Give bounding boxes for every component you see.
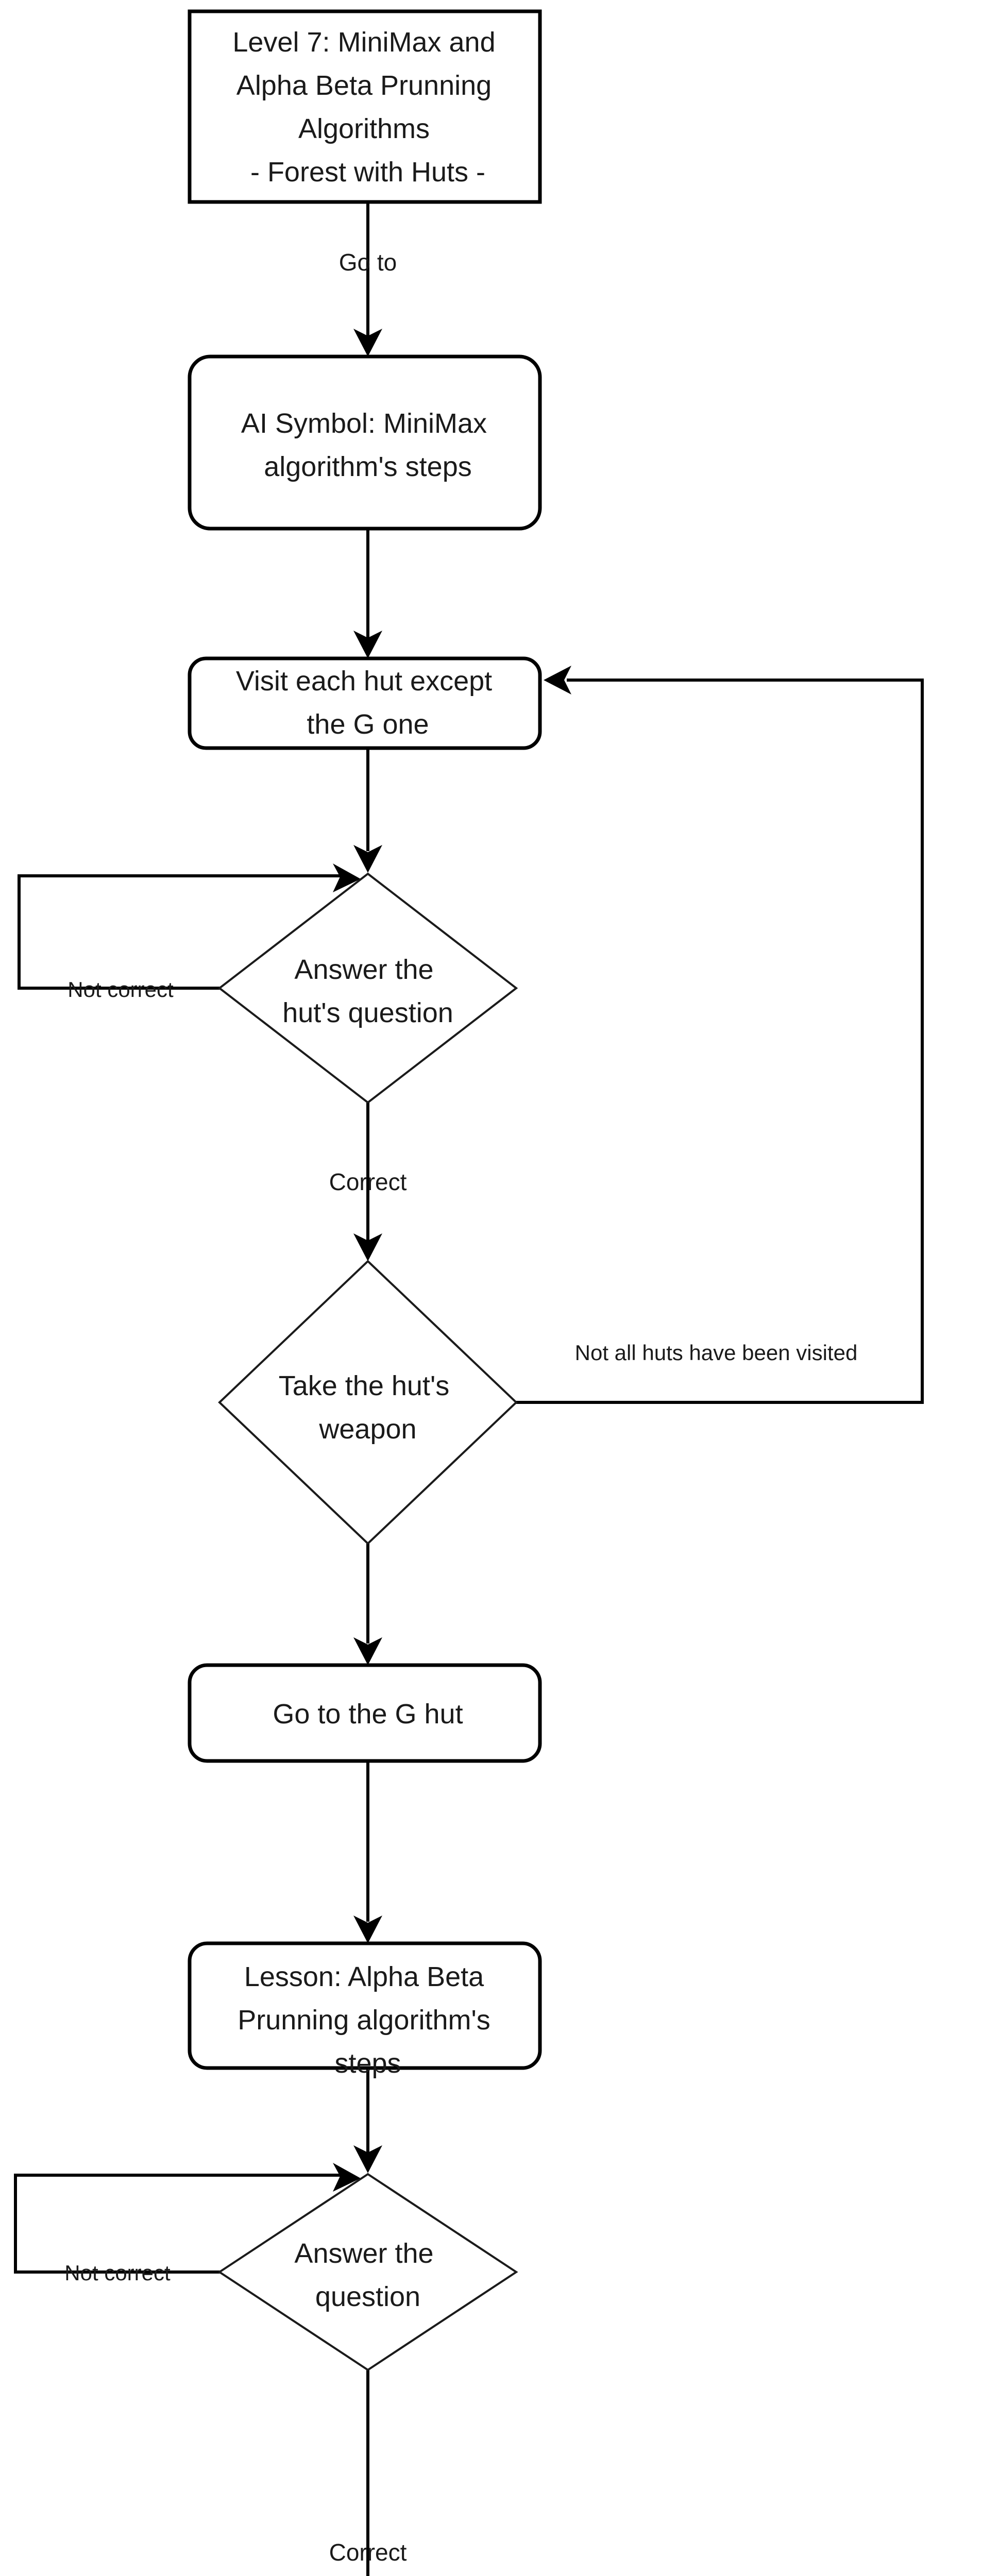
- answer-hut-line-0: Answer the: [294, 954, 433, 985]
- level7-line-2: Algorithms: [298, 113, 430, 144]
- edge-label-not-correct-hut: Not correct: [67, 977, 174, 1002]
- level7-line-1: Alpha Beta Prunning: [236, 70, 492, 101]
- g-hut-line-0: Go to the G hut: [273, 1699, 463, 1730]
- arrowhead-into-visit-hut: [353, 631, 382, 658]
- edge-label-go-to: Go to: [339, 249, 397, 276]
- arrowhead-into-ai-symbol: [353, 329, 382, 357]
- node-level7-title[interactable]: [188, 9, 542, 204]
- level7-line-3: - Forest with Huts -: [250, 157, 485, 188]
- node-ai-symbol-minimax[interactable]: [188, 354, 542, 531]
- take-weapon-line-1: weapon: [318, 1414, 416, 1445]
- arrowhead-into-take-weapon: [353, 1233, 382, 1261]
- edge-label-not-correct-lesson: Not correct: [64, 2261, 171, 2285]
- lesson-line-1: Prunning algorithm's: [238, 2005, 490, 2036]
- node-visit-each-hut-label: Visit each hut except the G one: [236, 666, 500, 740]
- visit-hut-line-1: the G one: [307, 709, 429, 740]
- node-visit-each-hut[interactable]: [188, 656, 542, 750]
- lesson-line-2: steps: [334, 2048, 401, 2079]
- connector-not-correct-loop-2: [14, 2174, 340, 2274]
- ai-symbol-line-0: AI Symbol: MiniMax: [241, 408, 487, 439]
- visit-hut-line-0: Visit each hut except: [236, 666, 492, 697]
- node-lesson-alpha-beta-label: Lesson: Alpha Beta Prunning algorithm's …: [238, 1961, 498, 2079]
- answer-hut-line-1: hut's question: [282, 997, 453, 1028]
- lesson-line-0: Lesson: Alpha Beta: [244, 1961, 484, 1992]
- edge-label-not-all-huts-visited: Not all huts have been visited: [575, 1341, 858, 1365]
- level7-line-0: Level 7: MiniMax and: [232, 27, 495, 58]
- edge-label-correct-lesson: Correct: [329, 2539, 407, 2566]
- node-take-huts-weapon-label: Take the hut's weapon: [279, 1370, 458, 1445]
- node-go-to-g-hut-label: Go to the G hut: [273, 1699, 463, 1730]
- node-take-huts-weapon[interactable]: [218, 1260, 518, 1545]
- connector-not-all-huts-visited-loop: [515, 679, 924, 1404]
- arrowhead-not-all-huts-visited: [544, 666, 571, 694]
- node-level7-title-label: Level 7: MiniMax and Alpha Beta Prunning…: [232, 27, 503, 188]
- arrowhead-into-answer-question: [353, 2145, 382, 2173]
- node-answer-the-question[interactable]: [217, 2173, 518, 2371]
- node-answer-huts-question-label: Answer the hut's question: [282, 954, 453, 1028]
- connector-not-correct-loop-1: [18, 874, 340, 990]
- arrowhead-into-answer-hut: [353, 845, 382, 873]
- node-go-to-g-hut[interactable]: [188, 1663, 542, 1763]
- node-lesson-alpha-beta[interactable]: [188, 1941, 542, 2070]
- ai-symbol-line-1: algorithm's steps: [264, 451, 471, 482]
- arrowhead-not-correct-loop-1: [333, 863, 361, 892]
- arrowhead-not-correct-loop-2: [333, 2163, 361, 2192]
- answer-question-line-1: question: [315, 2281, 420, 2312]
- take-weapon-line-0: Take the hut's: [279, 1370, 450, 1401]
- arrowhead-into-g-hut: [353, 1637, 382, 1665]
- node-answer-the-question-label: Answer the question: [294, 2238, 441, 2312]
- node-ai-symbol-label: AI Symbol: MiniMax algorithm's steps: [241, 408, 495, 482]
- node-answer-huts-question[interactable]: [217, 872, 518, 1104]
- arrowhead-into-lesson: [353, 1916, 382, 1943]
- answer-question-line-0: Answer the: [294, 2238, 433, 2269]
- edge-label-correct-hut: Correct: [329, 1168, 407, 1195]
